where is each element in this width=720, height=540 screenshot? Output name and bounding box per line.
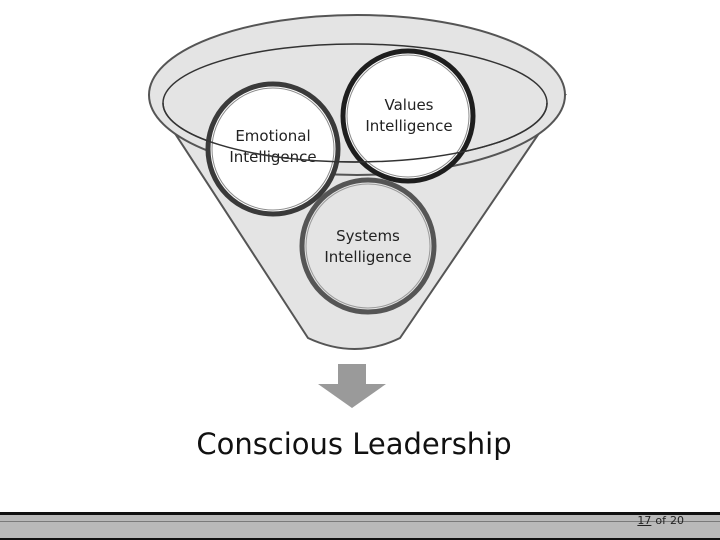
systems-circle-inner-ring	[305, 183, 431, 309]
footer-bar-line	[0, 521, 720, 522]
emotional-circle-inner-ring	[211, 87, 335, 211]
systems-label-line1: Systems	[336, 227, 400, 245]
systems-intelligence-circle: Systems Intelligence	[299, 177, 437, 315]
systems-label-line2: Intelligence	[324, 248, 411, 266]
total-pages-number: 20	[670, 514, 684, 527]
conscious-leadership-label: Conscious Leadership	[196, 427, 511, 461]
values-label-line2: Intelligence	[365, 117, 452, 135]
values-circle-inner-ring	[346, 54, 470, 178]
emotional-label-line1: Emotional	[235, 127, 310, 145]
systems-circle-shape	[299, 177, 437, 315]
emotional-intelligence-circle: Emotional Intelligence	[205, 81, 341, 217]
values-label-line1: Values	[384, 96, 433, 114]
down-arrow-icon	[318, 364, 386, 408]
current-page-number: 17	[637, 514, 652, 527]
page-of-label: of	[655, 514, 666, 527]
footer-bar	[0, 512, 720, 540]
funnel-rim-front-edge	[162, 102, 548, 163]
emotional-circle-shape	[205, 81, 341, 217]
values-circle-shape	[340, 48, 476, 184]
values-intelligence-circle: Values Intelligence	[340, 48, 476, 184]
